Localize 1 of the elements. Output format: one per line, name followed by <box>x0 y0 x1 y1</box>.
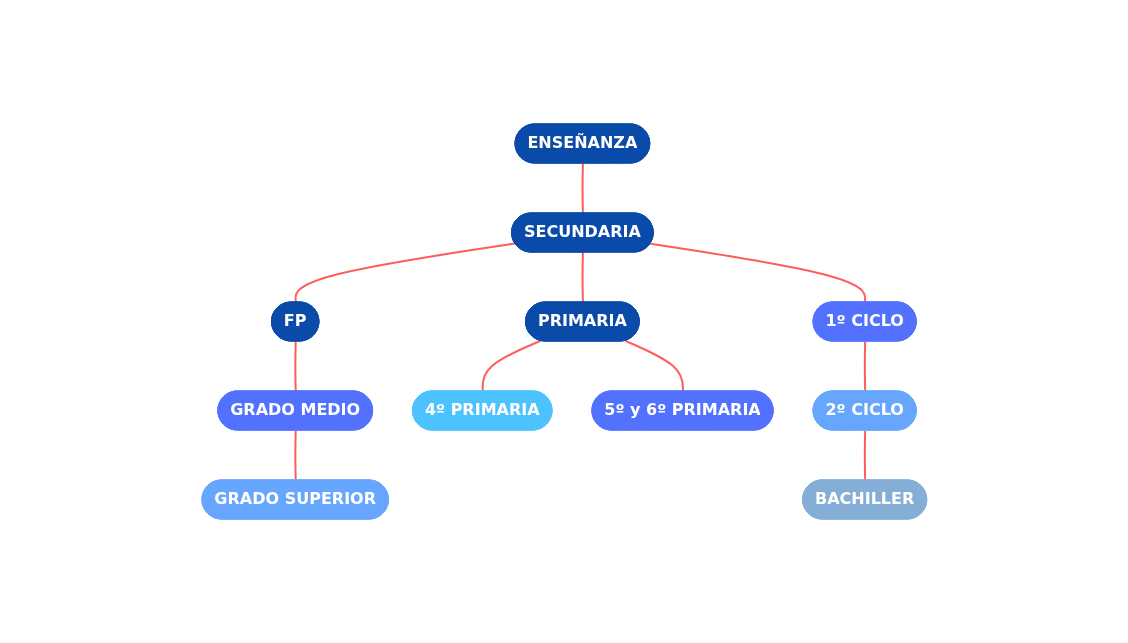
connector <box>581 162 584 215</box>
